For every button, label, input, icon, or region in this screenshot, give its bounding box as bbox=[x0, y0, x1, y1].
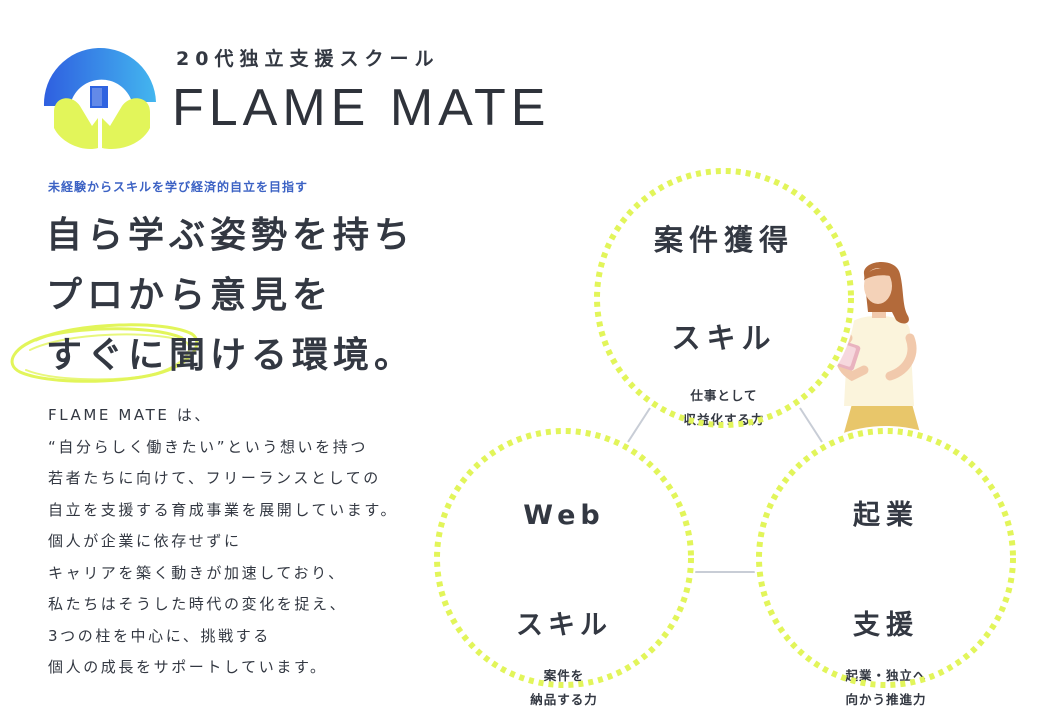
brand-name: FLAME MATE bbox=[172, 79, 551, 137]
description-line: 3つの柱を中心に、挑戦する bbox=[48, 626, 271, 645]
highlight-scribble bbox=[10, 323, 199, 383]
pillar-title: 案件獲得 bbox=[653, 223, 794, 257]
pillar-title: スキル bbox=[671, 321, 777, 355]
flame-mate-logo-icon bbox=[43, 47, 157, 150]
woman-with-tablet-illustration bbox=[817, 261, 922, 440]
pillar-title: 支援 bbox=[853, 610, 919, 641]
pillar-title: Web bbox=[523, 500, 605, 531]
headline-line-3: すぐに聞ける環境。 bbox=[46, 335, 416, 376]
dotted-ring bbox=[434, 428, 694, 688]
description-line: 自立を支援する育成事業を展開しています。 bbox=[48, 500, 399, 519]
dotted-ring bbox=[594, 168, 854, 428]
pillar-web-skill: Web スキル 案件を 納品する力 bbox=[432, 426, 696, 707]
dotted-ring bbox=[756, 428, 1016, 688]
headline-line-2: プロから意見を bbox=[46, 275, 334, 316]
headline: 自ら学ぶ姿勢を持ち プロから意見を すぐに聞ける環境。 bbox=[46, 206, 466, 386]
pillar-startup-support: 起業 支援 起業・独立へ 向かう推進力 bbox=[754, 426, 1018, 707]
description-line: 個人が企業に依存せずに bbox=[48, 532, 242, 550]
brand-subtitle: 20代独立支援スクール bbox=[176, 48, 440, 70]
pillar-subtitle: 案件を bbox=[543, 668, 585, 683]
description-line: FLAME MATE は、 bbox=[48, 406, 213, 424]
description-line: 個人の成長をサポートしています。 bbox=[48, 658, 328, 676]
description-line: 私たちはそうした時代の変化を捉え、 bbox=[48, 595, 348, 613]
description-line: キャリアを築く動きが加速しており、 bbox=[48, 563, 346, 582]
pillar-title: スキル bbox=[516, 610, 612, 641]
description: FLAME MATE は、 “自分らしく働きたい”という想いを持つ 若者たちに向… bbox=[48, 400, 448, 684]
pillar-subtitle: 起業・独立へ bbox=[845, 668, 927, 683]
pillar-subtitle: 納品する力 bbox=[530, 692, 598, 707]
tagline: 未経験からスキルを学び経済的自立を目指す bbox=[48, 180, 309, 194]
pillar-project-acquisition: 案件獲得 スキル 仕事として 収益化する力 bbox=[592, 166, 856, 430]
headline-line-1: 自ら学ぶ姿勢を持ち bbox=[46, 215, 416, 256]
pillar-title: 起業 bbox=[853, 500, 919, 531]
description-line: 若者たちに向けて、フリーランスとしての bbox=[48, 469, 381, 487]
description-line: “自分らしく働きたい”という想いを持つ bbox=[48, 437, 368, 456]
pillar-subtitle: 向かう推進力 bbox=[845, 692, 927, 707]
pillar-subtitle: 仕事として bbox=[690, 388, 758, 403]
